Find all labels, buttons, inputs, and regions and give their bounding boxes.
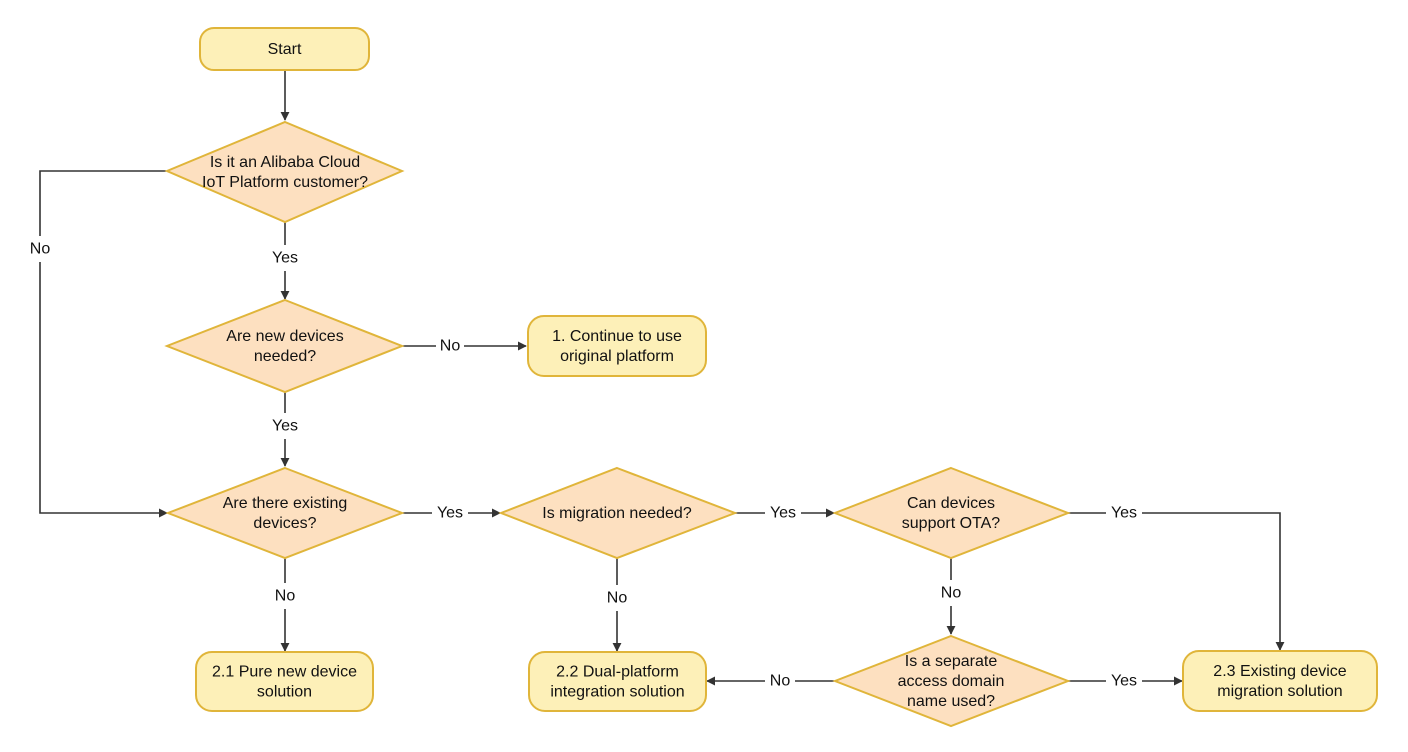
edge-label-migration-yes: Yes	[770, 505, 796, 522]
edge-label-existing-no: No	[275, 588, 296, 605]
edge-label-ota-yes: Yes	[1111, 505, 1137, 522]
node-text-line: Is migration needed?	[542, 505, 692, 522]
node-text-line: Is it an Alibaba Cloud	[210, 154, 360, 171]
decision-existing-devices-text: Are there existing devices?	[223, 495, 348, 532]
node-text-line: Start	[268, 41, 302, 58]
node-text-line: Can devices	[907, 495, 995, 512]
result-existing-migration-text: 2.3 Existing device migration solution	[1213, 663, 1347, 700]
decision-separate-domain: Is a separate access domain name used?	[832, 634, 1071, 728]
node-text-line: solution	[257, 683, 312, 700]
edge-label-domain-no: No	[770, 673, 791, 690]
result-continue-original: 1. Continue to use original platform	[527, 315, 707, 377]
edge-customer-no	[39, 170, 166, 236]
edge-label-customer-no: No	[30, 241, 51, 258]
edge-labels: No Yes No Yes Yes No Yes No Yes No No Ye…	[30, 241, 1137, 690]
edge-label-new-no: No	[440, 338, 461, 355]
node-text-line: integration solution	[550, 683, 684, 700]
node-text-line: needed?	[254, 348, 316, 365]
edge-label-customer-yes: Yes	[272, 250, 298, 267]
decision-ota-support-text: Can devices support OTA?	[902, 495, 1001, 532]
edge-label-domain-yes: Yes	[1111, 673, 1137, 690]
node-text-line: Are new devices	[226, 328, 343, 345]
edge-label-new-yes: Yes	[272, 418, 298, 435]
decision-migration-needed: Is migration needed?	[498, 466, 738, 560]
decision-new-devices-text: Are new devices needed?	[226, 328, 343, 365]
result-pure-new-device: 2.1 Pure new device solution	[195, 651, 374, 712]
node-text-line: support OTA?	[902, 515, 1001, 532]
node-text-line: Is a separate	[905, 653, 998, 670]
result-dual-platform: 2.2 Dual-platform integration solution	[528, 651, 707, 712]
node-text-line: Are there existing	[223, 495, 348, 512]
node-text-line: 2.3 Existing device	[1213, 663, 1347, 680]
start-node: Start	[199, 27, 370, 71]
node-text-line: access domain	[898, 673, 1005, 690]
decision-new-devices: Are new devices needed?	[164, 298, 405, 394]
decision-migration-needed-text: Is migration needed?	[542, 505, 692, 522]
edge-label-existing-yes: Yes	[437, 505, 463, 522]
node-text-line: original platform	[560, 348, 674, 365]
node-text-line: name used?	[907, 693, 995, 710]
node-text-line: migration solution	[1217, 683, 1342, 700]
node-text-line: 2.1 Pure new device	[212, 663, 357, 680]
node-text-line: 1. Continue to use	[552, 328, 682, 345]
edge-label-migration-no: No	[607, 590, 628, 607]
node-text-line: IoT Platform customer?	[202, 174, 368, 191]
result-continue-original-text: 1. Continue to use original platform	[552, 328, 682, 365]
decision-existing-devices: Are there existing devices?	[165, 466, 405, 560]
edge-label-ota-no: No	[941, 585, 962, 602]
edges	[39, 70, 1285, 686]
decision-separate-domain-text: Is a separate access domain name used?	[898, 653, 1005, 710]
node-text-line: devices?	[253, 515, 316, 532]
result-existing-migration: 2.3 Existing device migration solution	[1182, 650, 1378, 712]
node-text-line: 2.2 Dual-platform	[556, 663, 679, 680]
result-dual-platform-text: 2.2 Dual-platform integration solution	[550, 663, 684, 700]
decision-ota-support: Can devices support OTA?	[832, 466, 1071, 560]
start-node-text: Start	[268, 41, 302, 58]
result-pure-new-device-text: 2.1 Pure new device solution	[212, 663, 357, 700]
